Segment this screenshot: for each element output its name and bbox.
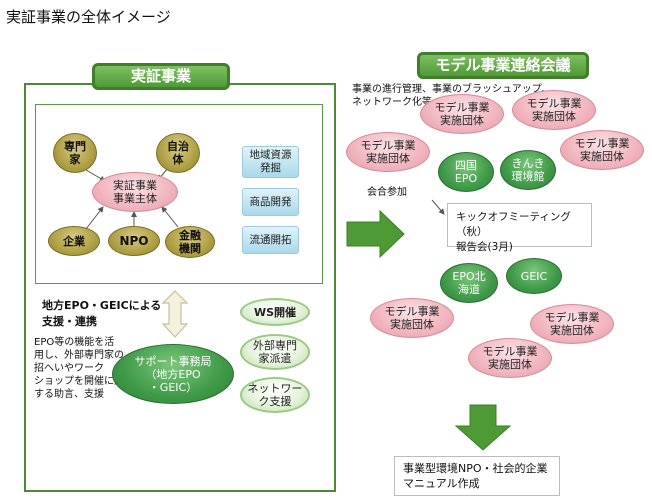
support-item-network: ネットワー ク支援	[240, 377, 310, 413]
node-company: 企業	[48, 226, 100, 256]
arrow-to-kickoff	[431, 199, 445, 215]
model-org-4: モデル事業 実施団体	[560, 130, 644, 170]
model-org-1: モデル事業 実施団体	[420, 94, 504, 134]
kickoff-box: キックオフミーティング（秋） 報告会(3月)	[447, 203, 592, 253]
model-meeting-note: 事業の進行管理、事業のブラッシュアップ、 ネットワーク化等	[352, 84, 552, 108]
box-product-development: 商品開発	[242, 188, 299, 216]
attend-label: 会合参加	[367, 187, 407, 198]
transition-arrow	[346, 209, 405, 259]
model-org-5: モデル事業 実施団体	[370, 298, 454, 338]
jissho-jigyo-header: 実証事業	[92, 63, 230, 90]
result-box: 事業型環境NPO・社会的企業 マニュアル作成	[394, 456, 560, 496]
down-arrow	[454, 404, 512, 451]
model-org-7: モデル事業 実施団体	[468, 338, 552, 378]
green-node-kinki: きんき 環境館	[500, 150, 556, 190]
page-title: 実証事業の全体イメージ	[6, 8, 171, 26]
support-heading: 地方EPO・GEICによる 支援・連携	[42, 299, 162, 328]
support-item-expert-dispatch: 外部専門 家派遣	[240, 334, 310, 370]
support-item-ws: WS開催	[240, 298, 310, 326]
green-node-geic: GEIC	[506, 258, 562, 294]
support-secretariat: サポート事務局 （地方EPO ・GEIC）	[112, 344, 234, 404]
model-org-6: モデル事業 実施団体	[530, 304, 614, 344]
node-local-govt: 自治 体	[156, 133, 200, 173]
box-local-resources: 地域資源 発掘	[242, 146, 299, 178]
result-line-1: 事業型環境NPO・社会的企業	[403, 462, 548, 475]
support-description: EPO等の機能を活 用し、外部専門家の 招へいやワーク ショップを開催に対 する…	[34, 337, 124, 400]
model-org-2: モデル事業 実施団体	[512, 90, 596, 130]
arrow-finance-to-core	[161, 206, 179, 228]
result-line-2: マニュアル作成	[403, 477, 480, 490]
arrow-company-to-core	[85, 206, 104, 230]
node-expert: 専門 家	[53, 133, 97, 173]
box-distribution: 流通開拓	[242, 226, 299, 254]
node-core-entity: 実証事業 事業主体	[92, 172, 178, 212]
support-double-arrow	[161, 290, 189, 338]
node-finance: 金融 機関	[165, 226, 215, 258]
node-npo: NPO	[108, 226, 160, 256]
kickoff-line: キックオフミーティング（秋）	[456, 211, 571, 238]
model-meeting-header: モデル事業連絡会議	[417, 52, 589, 79]
report-line: 報告会(3月)	[456, 241, 513, 253]
model-org-3: モデル事業 実施団体	[346, 132, 430, 172]
green-node-epo-hokkaido: EPO北 海道	[440, 263, 498, 303]
green-node-shikoku-epo: 四国 EPO	[438, 152, 494, 192]
